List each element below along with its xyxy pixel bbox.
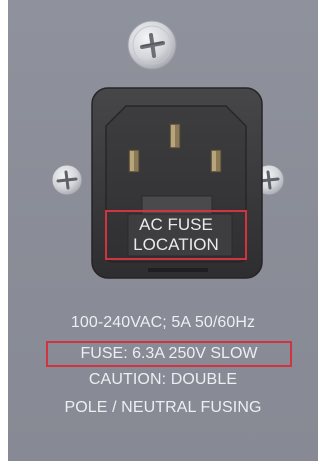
socket-prong-center bbox=[169, 123, 181, 149]
voltage-rating: 100-240VAC; 5A 50/60Hz bbox=[70, 314, 256, 331]
socket-prong-left bbox=[128, 149, 140, 173]
caution-line2: POLE / NEUTRAL FUSING bbox=[64, 399, 262, 416]
left-screw-icon bbox=[51, 164, 83, 196]
fuse-location-label: AC FUSE LOCATION bbox=[105, 210, 247, 260]
fuse-rating: FUSE: 6.3A 250V SLOW bbox=[80, 345, 258, 362]
rear-panel: AC FUSE LOCATION 100-240VAC; 5A 50/60Hz … bbox=[8, 0, 318, 461]
fuse-label-line2: LOCATION bbox=[133, 235, 219, 254]
fuse-rating-box: FUSE: 6.3A 250V SLOW bbox=[46, 341, 292, 367]
top-screw-icon bbox=[127, 20, 177, 70]
socket-prong-right bbox=[210, 149, 222, 173]
fuse-label-line1: AC FUSE bbox=[139, 215, 213, 234]
caution-line1: CAUTION: DOUBLE bbox=[88, 371, 238, 388]
